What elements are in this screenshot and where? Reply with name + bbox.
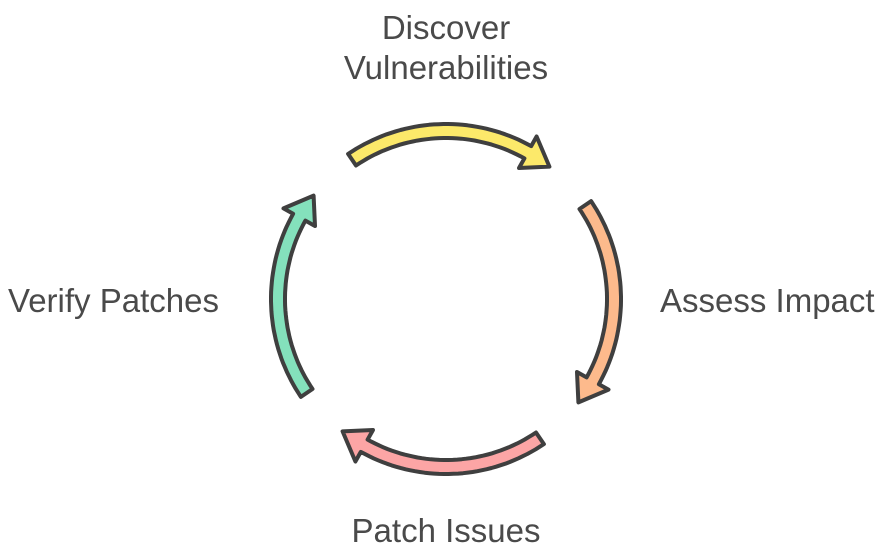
label-patch-issues: Patch Issues [351,512,541,549]
label-discover-vulnerabilities: Discover Vulnerabilities [344,8,548,88]
label-assess-impact: Assess Impact [660,282,875,319]
arrow-discover-to-assess-icon [346,122,552,170]
label-verify-patches: Verify Patches [8,282,219,319]
arrow-patch-to-verify-icon [340,428,546,476]
arrow-verify-to-discover-icon [269,193,317,399]
arrow-assess-to-patch-icon [575,199,623,405]
label-discover-line1: Discover [381,9,511,46]
label-discover-line2: Vulnerabilities [343,49,549,86]
